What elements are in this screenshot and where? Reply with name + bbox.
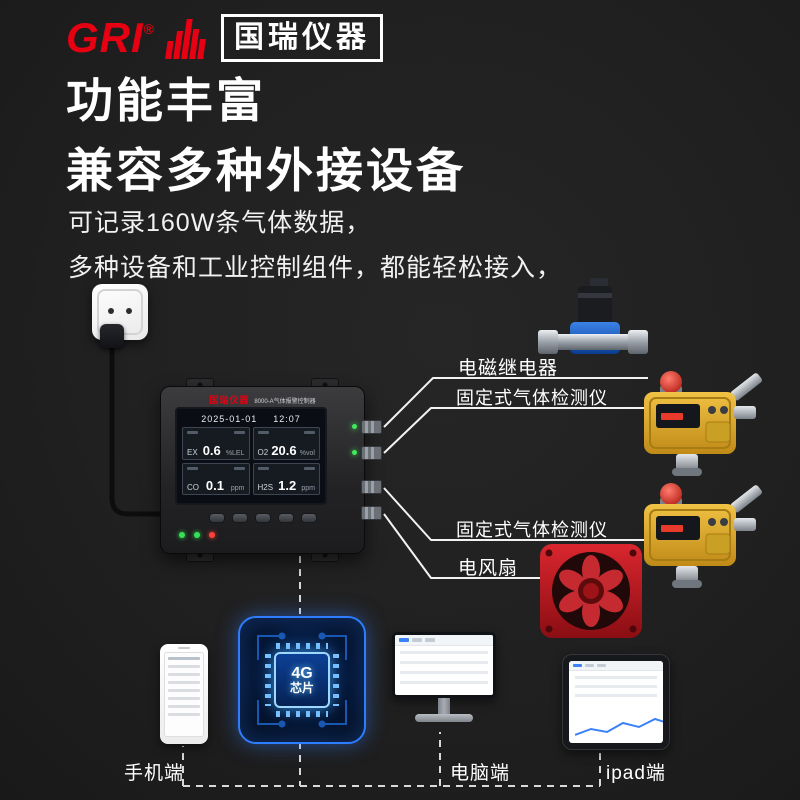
monitor-screen bbox=[392, 632, 496, 698]
brand-logo: GRI® 国瑞仪器 bbox=[66, 14, 383, 62]
phone-speaker bbox=[178, 647, 190, 649]
channel-grid: EX 0.6 %LEL O2 20.6 %vol bbox=[182, 427, 320, 495]
logo-bars-icon bbox=[165, 19, 206, 59]
gas-value: 20.6 bbox=[271, 442, 297, 458]
controller-screen: 2025-01-01 12:07 EX 0.6 %LEL bbox=[175, 407, 327, 505]
screen-datetime: 2025-01-01 12:07 bbox=[182, 414, 320, 424]
gas-value: 0.1 bbox=[205, 478, 224, 493]
desktop-monitor-image bbox=[392, 632, 496, 728]
label-fan: 电风扇 bbox=[458, 558, 519, 579]
intro-line2: 多种设备和工业控制组件，都能轻松接入， bbox=[68, 254, 563, 282]
chip-4g-image: 4G 芯片 bbox=[238, 616, 366, 744]
channel-led bbox=[352, 424, 357, 429]
tablet-ui-chart bbox=[575, 717, 663, 736]
intro-line1: 可记录160W条气体数据， bbox=[68, 209, 372, 237]
gas-alarm-controller: 国瑞仪器 8000-A气体报警控制器 2025-01-01 12:07 EX 0… bbox=[160, 378, 382, 562]
channel-cell-2: O2 20.6 %vol bbox=[252, 427, 320, 460]
controller-panel: 国瑞仪器 8000-A气体报警控制器 2025-01-01 12:07 EX 0… bbox=[160, 386, 365, 554]
chip-pins bbox=[265, 654, 271, 706]
monitor-ui-topbar bbox=[395, 635, 493, 646]
controller-model: 8000-A气体报警控制器 bbox=[254, 399, 316, 405]
socket-hole bbox=[108, 308, 114, 314]
gas-unit: ppm bbox=[301, 485, 315, 492]
brand-name-box: 国瑞仪器 bbox=[221, 14, 383, 62]
status-leds bbox=[179, 532, 215, 538]
channel-led bbox=[352, 450, 357, 455]
chip-label-4g: 4G bbox=[291, 664, 313, 682]
label-pc: 电脑端 bbox=[450, 763, 511, 784]
screen-date: 2025-01-01 bbox=[201, 414, 258, 424]
gas-name: CO bbox=[187, 483, 199, 492]
controller-button bbox=[300, 513, 317, 523]
controller-brand-row: 国瑞仪器 8000-A气体报警控制器 bbox=[161, 393, 364, 406]
controller-brand: 国瑞仪器 bbox=[209, 395, 250, 405]
monitor-base bbox=[415, 714, 473, 722]
detector1-line bbox=[383, 407, 655, 454]
solenoid-valve-image bbox=[538, 278, 648, 380]
alarm-led bbox=[209, 532, 215, 538]
run-led bbox=[194, 532, 200, 538]
fan-image bbox=[540, 544, 642, 638]
controller-button bbox=[254, 513, 271, 523]
channel-cell-3: CO 0.1 ppm bbox=[182, 462, 250, 495]
gas-value: 0.6 bbox=[202, 442, 221, 458]
controller-button bbox=[231, 513, 248, 523]
headline-line1: 功能丰富 bbox=[66, 74, 266, 127]
gas-name: EX bbox=[187, 447, 198, 457]
gas-unit: %LEL bbox=[225, 449, 245, 457]
tablet-ui-rows bbox=[575, 676, 657, 702]
phone-screen bbox=[164, 652, 204, 737]
wall-socket bbox=[92, 284, 148, 348]
label-relay: 电磁继电器 bbox=[458, 358, 559, 379]
brand-gri: GRI bbox=[66, 14, 144, 61]
power-led bbox=[179, 532, 185, 538]
registered-mark: ® bbox=[143, 21, 155, 37]
detector2-line bbox=[383, 487, 655, 541]
channel-cell-4: H2S 1.2 ppm bbox=[252, 462, 320, 495]
monitor-ui-table bbox=[400, 651, 488, 691]
gas-unit: %vol bbox=[299, 449, 315, 457]
power-cable bbox=[109, 339, 165, 517]
gas-name: O2 bbox=[257, 447, 269, 457]
label-detector-1: 固定式气体检测仪 bbox=[456, 388, 608, 408]
gas-detector-image-2 bbox=[642, 482, 762, 592]
socket-hole bbox=[126, 308, 132, 314]
label-ipad: ipad端 bbox=[606, 763, 666, 784]
chip-pins bbox=[333, 654, 339, 706]
output-terminal-2 bbox=[361, 446, 382, 460]
monitor-stand bbox=[438, 698, 450, 714]
tablet-image bbox=[562, 654, 670, 750]
controller-buttons bbox=[208, 513, 317, 523]
chip-pins bbox=[276, 711, 328, 717]
label-detector-2: 固定式气体检测仪 bbox=[456, 520, 608, 540]
chip-core: 4G 芯片 bbox=[274, 652, 330, 708]
screen-time: 12:07 bbox=[273, 414, 301, 424]
output-terminal-4 bbox=[361, 506, 382, 520]
label-phone: 手机端 bbox=[124, 763, 185, 784]
headline-line2: 兼容多种外接设备 bbox=[66, 144, 466, 197]
controller-button bbox=[277, 513, 294, 523]
chip-pins bbox=[276, 643, 328, 649]
controller-button bbox=[208, 513, 225, 523]
chip-traces bbox=[257, 632, 347, 728]
relay-line bbox=[383, 377, 648, 428]
brand-logo-text: GRI® bbox=[66, 17, 155, 59]
gas-value: 1.2 bbox=[278, 478, 297, 493]
power-plug bbox=[100, 324, 124, 348]
channel-cell-1: EX 0.6 %LEL bbox=[182, 427, 250, 460]
gas-detector-image-1 bbox=[642, 370, 762, 480]
tablet-ui-topbar bbox=[569, 661, 663, 671]
tablet-screen bbox=[569, 661, 663, 743]
gas-unit: ppm bbox=[230, 485, 245, 492]
chip-label-chip: 芯片 bbox=[289, 681, 314, 696]
phone-image bbox=[160, 644, 208, 744]
output-terminal-1 bbox=[361, 420, 382, 434]
output-terminal-3 bbox=[361, 480, 382, 494]
gas-name: H2S bbox=[257, 483, 274, 492]
